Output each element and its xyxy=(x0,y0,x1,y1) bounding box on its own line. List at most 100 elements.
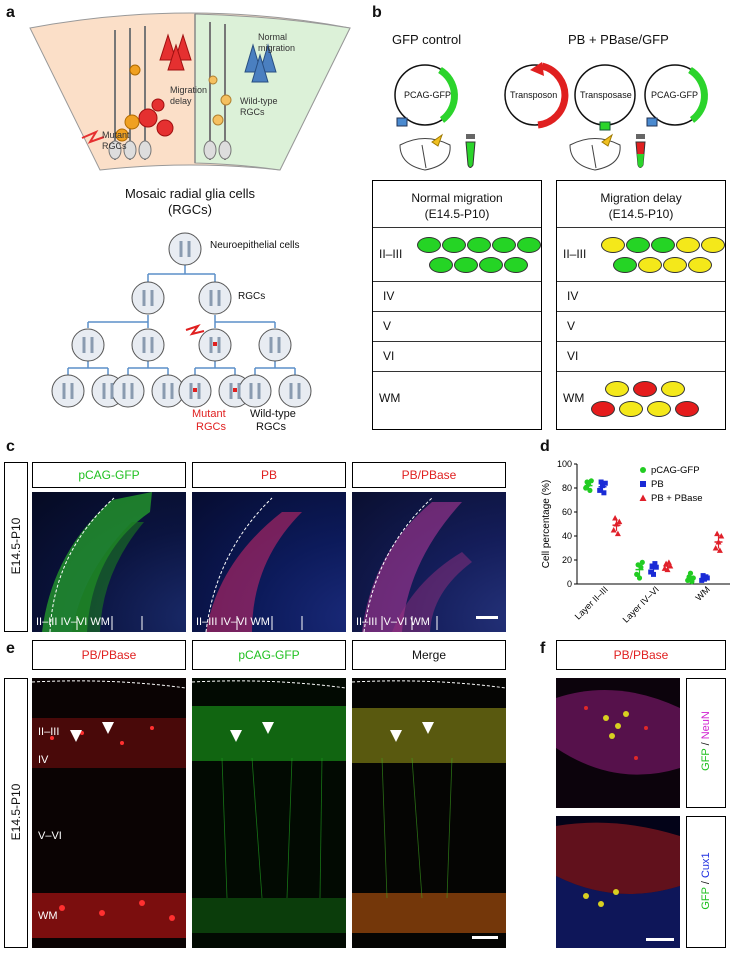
data-point xyxy=(634,571,640,577)
panel-c-header-2: PB xyxy=(192,462,346,488)
panel-c-layers-1: II–III IV–VI WM xyxy=(36,616,110,628)
panel-e-layer-wm: WM xyxy=(38,910,58,922)
cell-yellow xyxy=(661,381,685,397)
panel-e-layer-v-vi: V–VI xyxy=(38,830,62,842)
panel-e-header-3-text: Merge xyxy=(411,648,446,662)
panel-c-header-3: PB/PBase xyxy=(352,462,506,488)
plasmid-transposase-label: Transposase xyxy=(580,90,632,100)
y-tick-label: 80 xyxy=(562,483,572,493)
arrowhead-icon xyxy=(422,722,434,734)
legend-entry: PB + PBase xyxy=(651,493,703,504)
cell-red xyxy=(633,381,657,397)
micrograph-pb: II–III IV–VI WM xyxy=(192,492,346,632)
panel-c-header-1-text: pCAG-GFP xyxy=(78,468,140,482)
cell-green xyxy=(417,237,441,253)
delay-layer-v: V xyxy=(567,319,576,333)
plasmid-pcag-gfp-2-label: PCAG-GFP xyxy=(651,90,699,100)
y-tick-label: 20 xyxy=(562,555,572,565)
y-tick-label: 60 xyxy=(562,507,572,517)
cell-yellow xyxy=(701,237,725,253)
data-point xyxy=(716,547,723,553)
data-point xyxy=(718,533,725,539)
micrograph-f-neun xyxy=(556,678,680,808)
cell-yellow xyxy=(688,257,712,273)
data-point xyxy=(612,515,619,521)
cell-green xyxy=(651,237,675,253)
cell-green xyxy=(626,237,650,253)
cell-yellow xyxy=(605,381,629,397)
x-category-label: Layer IV–VI xyxy=(621,584,661,624)
panel-f-side-label-1-box: GFP / NeuN xyxy=(686,678,726,808)
panel-f-header-text: PB/PBase xyxy=(613,648,669,662)
side1-gfp: GFP xyxy=(700,748,712,771)
data-point xyxy=(585,481,592,487)
cell-green xyxy=(492,237,516,253)
data-point xyxy=(588,478,594,484)
migration-delay-label: Migration delay xyxy=(170,85,208,106)
cell-green xyxy=(504,257,528,273)
data-point xyxy=(704,575,710,581)
panel-c-layers-3: II–III IV–VI WM xyxy=(356,616,430,628)
normal-table-title: Normal migration xyxy=(411,191,503,205)
panel-f-side-label-2: GFP / Cux1 xyxy=(700,837,712,925)
panel-c-layers-2: II–III IV–VI WM xyxy=(196,616,270,628)
panel-a: Normal migration Migration delay Wild-ty… xyxy=(20,10,360,435)
data-point xyxy=(598,479,604,485)
delay-layer-vi: VI xyxy=(567,349,579,363)
delay-table-subtitle: (E14.5-P10) xyxy=(608,207,674,221)
delay-layer-wm: WM xyxy=(563,391,585,405)
panel-label-a: a xyxy=(6,4,15,21)
tree-wildtype-label-2: RGCs xyxy=(256,421,286,433)
micrograph-e-pb-pbase: II–III IV V–VI WM xyxy=(32,678,186,948)
tree-mutant-label-2: RGCs xyxy=(196,421,226,433)
normal-migration-label: Normal migration xyxy=(258,32,296,53)
normal-layer-ii-iii: II–III xyxy=(379,247,403,261)
mosaic-title: Mosaic radial glia cells xyxy=(124,186,256,201)
mutant-rgcs-label: Mutant RGCs xyxy=(102,130,130,151)
side2-cux1: Cux1 xyxy=(700,852,712,879)
plasmid-transposon-label: Transposon xyxy=(510,90,558,100)
side1-neun: NeuN xyxy=(700,711,712,740)
tree-rgcs-label: RGCs xyxy=(238,291,266,302)
pb-pbase-heading: PB + PBase/GFP xyxy=(568,32,669,47)
micrograph-e-merge xyxy=(352,678,506,948)
data-point xyxy=(602,480,608,486)
normal-table-subtitle: (E14.5-P10) xyxy=(424,207,490,221)
panel-label-e: e xyxy=(6,640,15,657)
micrograph-pb-pbase: II–III IV–VI WM xyxy=(352,492,506,632)
panel-label-c: c xyxy=(6,438,15,455)
panel-e-layer-ii-iii: II–III xyxy=(38,726,60,738)
data-point xyxy=(616,518,623,525)
delay-layer-ii-iii: II–III xyxy=(563,247,587,261)
cell-green xyxy=(479,257,503,273)
cell-yellow xyxy=(619,401,643,417)
micrograph-pcag-gfp: II–III IV–VI WM xyxy=(32,492,186,632)
normal-migration-table: Normal migration (E14.5-P10) II–III IV V… xyxy=(372,180,542,430)
data-point xyxy=(667,563,674,569)
data-point xyxy=(600,483,605,489)
data-point xyxy=(687,570,694,576)
panel-e-header-2: pCAG-GFP xyxy=(192,640,346,670)
data-point xyxy=(648,569,654,575)
panel-label-b: b xyxy=(372,4,382,21)
micrograph-f-cux1 xyxy=(556,816,680,948)
gfp-control-heading: GFP control xyxy=(392,32,462,47)
arrowhead-icon xyxy=(70,730,82,742)
normal-layer-wm: WM xyxy=(379,391,401,405)
arrowhead-icon xyxy=(230,730,242,742)
delay-table-title: Migration delay xyxy=(600,191,682,205)
tree-neuroepithelial-label: Neuroepithelial cells xyxy=(210,240,300,251)
cell-yellow xyxy=(676,237,700,253)
panel-f-side-label-2-box: GFP / Cux1 xyxy=(686,816,726,948)
panel-e-layer-iv: IV xyxy=(38,754,49,766)
panel-e-row-label-box: E14.5-P10 xyxy=(4,678,28,948)
delay-layer-iv: IV xyxy=(567,289,579,303)
data-point xyxy=(583,485,589,491)
plasmid-pcag-gfp-label: PCAG-GFP xyxy=(404,90,452,100)
data-point xyxy=(636,575,643,581)
cell-yellow xyxy=(663,257,687,273)
panel-c-row-label: E14.5-P10 xyxy=(9,517,23,575)
normal-layer-iv: IV xyxy=(383,289,395,303)
cell-yellow xyxy=(638,257,662,273)
